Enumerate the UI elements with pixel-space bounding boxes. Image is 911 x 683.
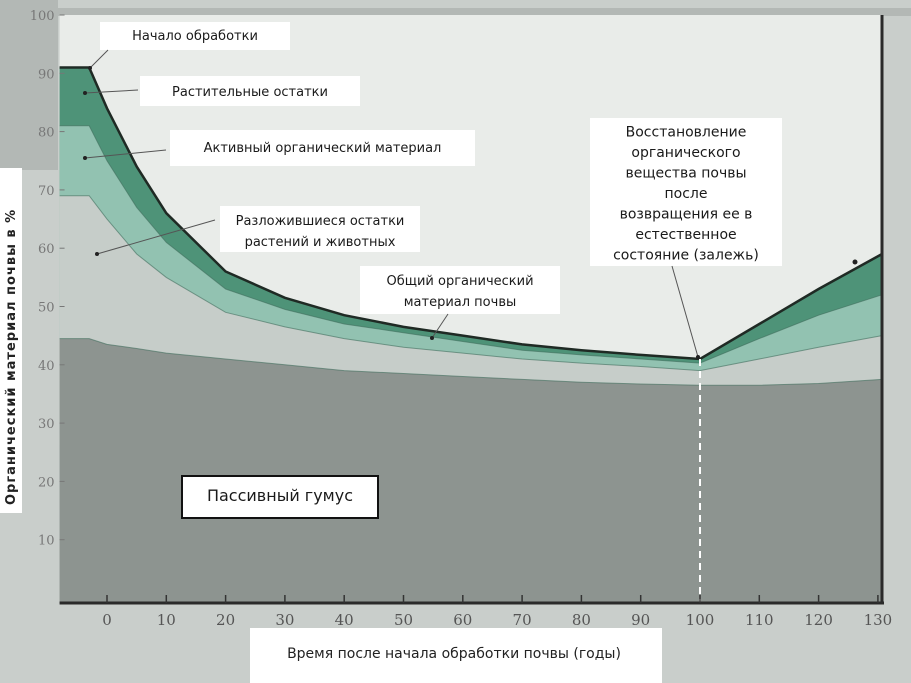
x-tick-label: 50 <box>394 611 413 629</box>
start-leader <box>89 49 109 69</box>
x-tick-label: 90 <box>631 611 650 629</box>
x-tick-label: 60 <box>453 611 472 629</box>
active-annotation-box <box>170 130 475 166</box>
total-annotation-label: Общий органический <box>386 274 533 289</box>
decomposed-annotation-box <box>220 206 420 252</box>
recovery-annotation-box <box>590 118 782 266</box>
x-tick-label: 30 <box>275 611 294 629</box>
recovery-annotation-label: Восстановление <box>626 125 747 141</box>
plant-leader <box>84 89 139 94</box>
x-tick-label: 110 <box>745 611 774 629</box>
total-dot <box>430 336 434 340</box>
decomposed-leader <box>96 219 216 255</box>
recovery-annotation-label: состояние (залежь) <box>613 248 759 264</box>
xlabel-box <box>250 628 662 683</box>
active-annotation-label: Активный органический материал <box>204 141 442 156</box>
x-axis-label: Время после начала обработки почвы (годы… <box>287 646 621 662</box>
x-tick-label: 120 <box>804 611 833 629</box>
series-line-3 <box>59 66 883 361</box>
recovery-annotation-label: вещества почвы <box>625 166 746 182</box>
series-line-0 <box>59 338 883 386</box>
plant-annotation-box <box>140 76 360 106</box>
x-tick-label: 80 <box>572 611 591 629</box>
ylabel-box <box>0 168 22 513</box>
recovery-annotation-label: возвращения ее в <box>620 207 753 223</box>
total-annotation-box <box>360 266 560 314</box>
y-axis-label: Органический материал почвы в % <box>4 209 19 505</box>
recovery-annotation-label: естественное <box>635 227 736 243</box>
recovery-leader <box>671 265 699 358</box>
axes-layer: 0 10 20 30 40 50 60 70 80 90 100 110 120 130 10 20 30 40 5… <box>30 9 892 629</box>
active-dot <box>83 156 87 160</box>
series-line-1 <box>59 195 883 372</box>
y-tick-label: 80 <box>38 126 55 141</box>
total-leader <box>431 313 449 339</box>
recovery-annotation-label: после <box>665 186 708 202</box>
recovery-annotation-label: органического <box>631 145 740 161</box>
decomposed-annotation-label: растений и животных <box>245 235 396 250</box>
recovery-end-dot <box>852 259 858 265</box>
x-tick-label: 0 <box>102 611 112 629</box>
series-line-2 <box>59 125 883 364</box>
active-leader <box>84 149 167 159</box>
area-passive-humus <box>59 338 883 603</box>
passive-annotation-box <box>181 475 379 519</box>
decomposed-dot <box>95 252 99 256</box>
x-tick-label: 100 <box>686 611 715 629</box>
y-tick-label: 40 <box>38 359 55 374</box>
x-tick-label: 10 <box>157 611 176 629</box>
y-tick-label: 20 <box>38 475 55 490</box>
decomposed-annotation-label: Разложившиеся остатки <box>236 214 405 229</box>
y-tick-label: 50 <box>38 301 55 316</box>
x-tick-label: 130 <box>864 611 893 629</box>
x-tick-label: 20 <box>216 611 235 629</box>
start-dot <box>88 66 92 70</box>
start-annotation-box <box>100 22 290 50</box>
y-tick-label: 90 <box>38 67 55 82</box>
total-annotation-label: материал почвы <box>404 295 517 310</box>
y-tick-label: 60 <box>38 242 55 257</box>
left-panel-bg <box>0 0 58 170</box>
y-tick-label: 30 <box>38 417 55 432</box>
y-tick-label: 100 <box>30 9 55 24</box>
plant-annotation-label: Растительные остатки <box>172 85 328 100</box>
recovery-dot <box>696 355 700 359</box>
y-tick-label: 70 <box>38 184 55 199</box>
top-band <box>58 8 911 16</box>
x-tick-label: 40 <box>335 611 354 629</box>
x-tick-label: 70 <box>513 611 532 629</box>
start-annotation-label: Начало обработки <box>132 29 258 44</box>
y-tick-label: 10 <box>38 534 55 549</box>
passive-annotation-label: Пассивный гумус <box>207 486 353 505</box>
plant-dot <box>83 91 87 95</box>
